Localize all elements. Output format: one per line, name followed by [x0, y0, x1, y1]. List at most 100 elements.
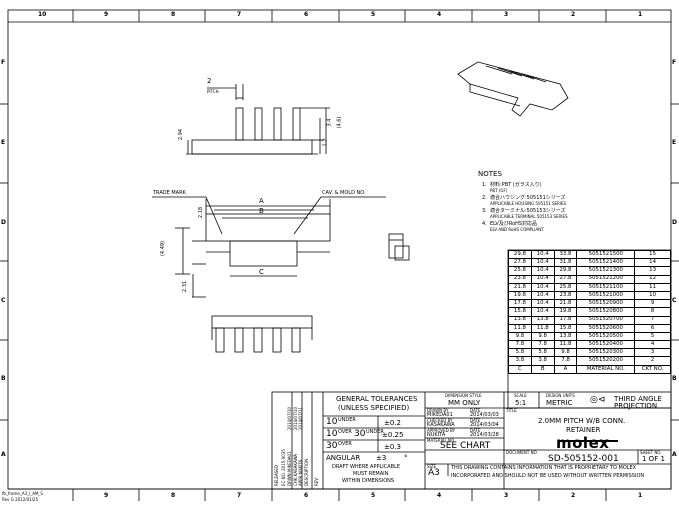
row-label-right: A	[672, 451, 677, 458]
material-label: MATERIAL NO.	[427, 438, 456, 443]
col-label-bottom: 8	[171, 492, 176, 499]
table-cell: 13	[634, 266, 671, 276]
table-cell: 14	[634, 258, 671, 268]
released-stamp: RELEASED	[274, 465, 279, 486]
general-tolerances-subtitle: (UNLESS SPECIFIED)	[338, 404, 410, 412]
drawn-date: 2014/03/03	[470, 412, 499, 418]
row-label-right: B	[672, 375, 677, 382]
dim-3-4: 3.4	[326, 118, 333, 127]
date-label: DATE	[470, 418, 481, 423]
table-cell: A	[553, 364, 578, 374]
tol-row2-qualifier2: UNDER	[366, 429, 384, 435]
col-label: 9	[104, 11, 109, 18]
note-line-en: PBT (GF)	[490, 188, 508, 193]
table-cell: 19.8	[553, 307, 578, 317]
projection-label: THIRD ANGLE	[614, 395, 662, 403]
table-cell: 5051520400	[576, 340, 636, 350]
drawing-title: 2.0MM PITCH W/B CONN.	[538, 417, 626, 425]
notes-title: NOTES	[478, 170, 502, 178]
table-cell: 5051521000	[576, 290, 636, 301]
date-label: DATE	[470, 408, 481, 413]
table-cell: 27.8	[553, 274, 578, 284]
approved-by-label: APPROVED BY	[427, 428, 456, 433]
note-line-jp: ELV及びRoHS対応品	[490, 221, 538, 227]
ec-number: EC NO. 2015-0035	[281, 449, 286, 486]
title-block-lines	[271, 391, 672, 490]
table-cell: 7.8	[553, 356, 578, 366]
table-cell: 23.8	[508, 274, 532, 284]
table-cell: 13.8	[530, 315, 555, 325]
row-label: E	[1, 139, 6, 146]
col-label-bottom: 5	[371, 492, 376, 499]
dim-2-94: 2.94	[178, 128, 185, 141]
design-units: METRIC	[546, 399, 573, 407]
table-cell: 3	[634, 348, 671, 358]
size-label: SIZE	[427, 464, 436, 469]
note-line-jp: 適合ターミナル:505153シリーズ	[490, 208, 566, 214]
row-ticks	[0, 103, 679, 421]
angular-value: ±3	[376, 454, 387, 462]
table-cell: 33.8	[553, 249, 578, 260]
projection-label: PROJECTION	[614, 402, 658, 410]
front-view-top	[186, 84, 330, 155]
table-cell: 15.8	[553, 323, 578, 333]
table-cell: 6	[634, 323, 671, 333]
checked-date: 2014/03/04	[470, 422, 499, 428]
note-line-en: APPLICABLE TERMINAL 505153 SERIES	[490, 214, 568, 219]
sheet-number-label: SHEET NO.	[640, 450, 662, 455]
drawing-title-2: RETAINER	[566, 426, 601, 434]
table-cell: 10.4	[530, 266, 555, 276]
table-cell: 11.8	[508, 323, 532, 333]
table-cell: 13.8	[553, 331, 578, 342]
table-cell: 10.4	[530, 258, 555, 268]
col-label: 6	[304, 11, 309, 18]
tol-row2-size: 10	[326, 429, 338, 439]
note-line-en: ELV AND RoHS COMPLIANT	[490, 227, 544, 232]
table-cell: 5051521300	[576, 266, 636, 276]
table-cell: 23.8	[553, 290, 578, 301]
table-cell: MATERIAL NO.	[576, 364, 636, 374]
rev-date: 2014/07/10	[287, 406, 292, 430]
projection-symbol-icon: ◎⊲	[590, 395, 606, 405]
general-tolerances-title: GENERAL TOLERANCES	[336, 395, 418, 403]
draft-note: DRAFT WHERE APPLICABLE	[332, 464, 401, 470]
table-cell: 15	[634, 249, 671, 260]
row-label-right: C	[672, 297, 677, 304]
note-num: 4.	[482, 221, 487, 227]
approved-by: NUKITA	[427, 432, 446, 438]
material-value: SEE CHART	[440, 441, 491, 451]
dim-2-31: 2.31	[182, 280, 189, 293]
tol-row1-qualifier: UNDER	[338, 417, 356, 423]
drawn-by-label: DRAWN BY	[427, 408, 449, 413]
draft-note: MUST REMAIN	[353, 471, 389, 477]
table-cell: 31.8	[553, 258, 578, 268]
rev-drawn: DRWN:MIKEDA01	[287, 451, 292, 486]
table-cell: 5051521100	[576, 282, 636, 292]
col-label-bottom: 1	[638, 492, 643, 499]
pitch-value: 2	[207, 77, 212, 85]
tol-row1-value: ±0.2	[384, 419, 401, 427]
table-cell: 5.8	[530, 348, 555, 358]
table-cell: 10.4	[530, 274, 555, 284]
bottom-view	[211, 315, 313, 353]
note-num: 2.	[482, 195, 487, 201]
row-label: A	[1, 451, 6, 458]
table-cell: 25.8	[553, 282, 578, 292]
dim-4-6: (4.6)	[336, 116, 343, 129]
note-num: 3.	[482, 208, 487, 214]
scale-value: 5:1	[515, 399, 527, 407]
table-cell: 12	[634, 274, 671, 284]
col-label: 8	[171, 11, 176, 18]
table-cell: 8	[634, 307, 671, 317]
row-label-right: D	[672, 219, 677, 226]
row-label: B	[1, 375, 6, 382]
middle-view	[152, 196, 386, 298]
table-cell: 10.4	[530, 282, 555, 292]
document-number: SD-505152-001	[548, 454, 619, 464]
